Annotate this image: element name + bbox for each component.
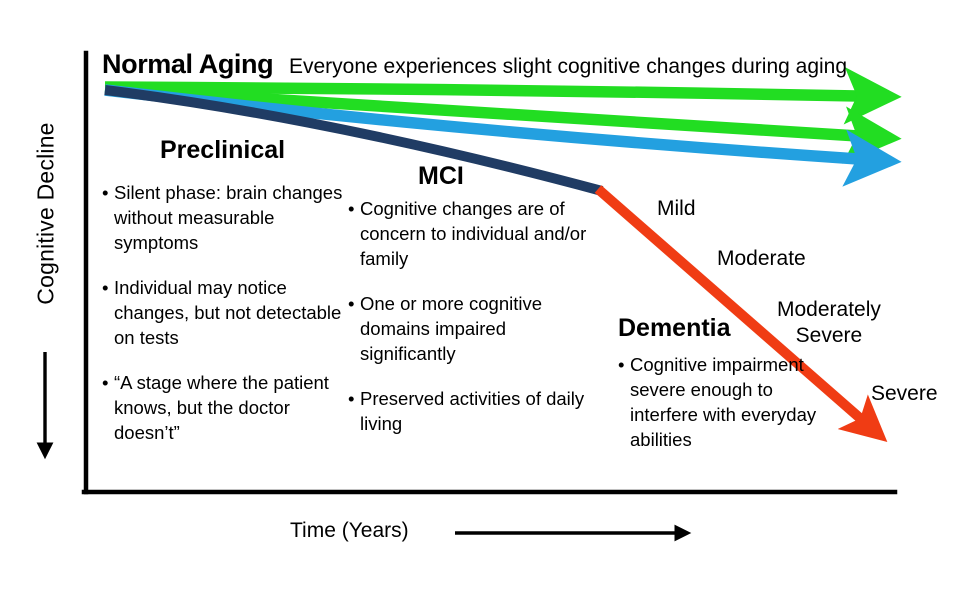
- bullet-marker-icon: •: [348, 198, 355, 219]
- y-axis-label: Cognitive Decline: [32, 122, 59, 305]
- severity-label-mild: Mild: [657, 197, 696, 220]
- list-item-text: “A stage where the patient knows, but th…: [114, 372, 329, 443]
- list-item-text: Preserved activities of daily living: [360, 388, 585, 434]
- bullet-marker-icon: •: [348, 293, 355, 314]
- trajectory-mci: [104, 85, 604, 196]
- bullet-list-dementia: • Cognitive impairment severe enough to …: [618, 352, 843, 452]
- severity-label-severe: Severe: [871, 382, 938, 405]
- bullet-marker-icon: •: [348, 388, 355, 409]
- trajectory-dementia: [594, 185, 888, 443]
- subtitle-normal-aging: Everyone experiences slight cognitive ch…: [289, 55, 848, 78]
- severity-label-moderately-severe: Moderately Severe: [777, 297, 881, 349]
- heading-dementia: Dementia: [618, 314, 731, 342]
- bullet-list-preclinical: • Silent phase: brain changes without me…: [102, 180, 350, 445]
- list-item: • Cognitive changes are of concern to in…: [348, 196, 600, 271]
- trajectory-normal-aging-upper: [104, 66, 902, 125]
- x-axis-label: Time (Years): [290, 519, 409, 542]
- trajectory-normal-aging-lower: [104, 83, 902, 164]
- bullet-marker-icon: •: [102, 277, 109, 298]
- severity-label-line-1: Moderately: [777, 298, 881, 321]
- list-item: • Preserved activities of daily living: [348, 386, 600, 436]
- heading-normal-aging: Normal Aging: [102, 49, 274, 79]
- list-item-text: One or more cognitive domains impaired s…: [360, 293, 543, 364]
- list-item-text: Individual may notice changes, but not d…: [114, 277, 342, 348]
- list-item-text: Silent phase: brain changes without meas…: [114, 182, 343, 253]
- severity-label-line-2: Severe: [795, 324, 863, 347]
- list-item: • Individual may notice changes, but not…: [102, 275, 350, 350]
- list-item: • One or more cognitive domains impaired…: [348, 291, 600, 366]
- list-item: • “A stage where the patient knows, but …: [102, 370, 350, 445]
- severity-label-moderate: Moderate: [717, 247, 806, 270]
- list-item: • Silent phase: brain changes without me…: [102, 180, 350, 255]
- list-item: • Cognitive impairment severe enough to …: [618, 352, 843, 452]
- heading-preclinical: Preclinical: [160, 136, 286, 164]
- bullet-marker-icon: •: [102, 182, 109, 203]
- bullet-marker-icon: •: [102, 372, 109, 393]
- list-item-text: Cognitive changes are of concern to indi…: [360, 198, 587, 269]
- bullet-list-mci: • Cognitive changes are of concern to in…: [348, 196, 600, 436]
- bullet-marker-icon: •: [618, 354, 625, 375]
- heading-mci: MCI: [418, 162, 464, 190]
- list-item-text: Cognitive impairment severe enough to in…: [630, 354, 817, 450]
